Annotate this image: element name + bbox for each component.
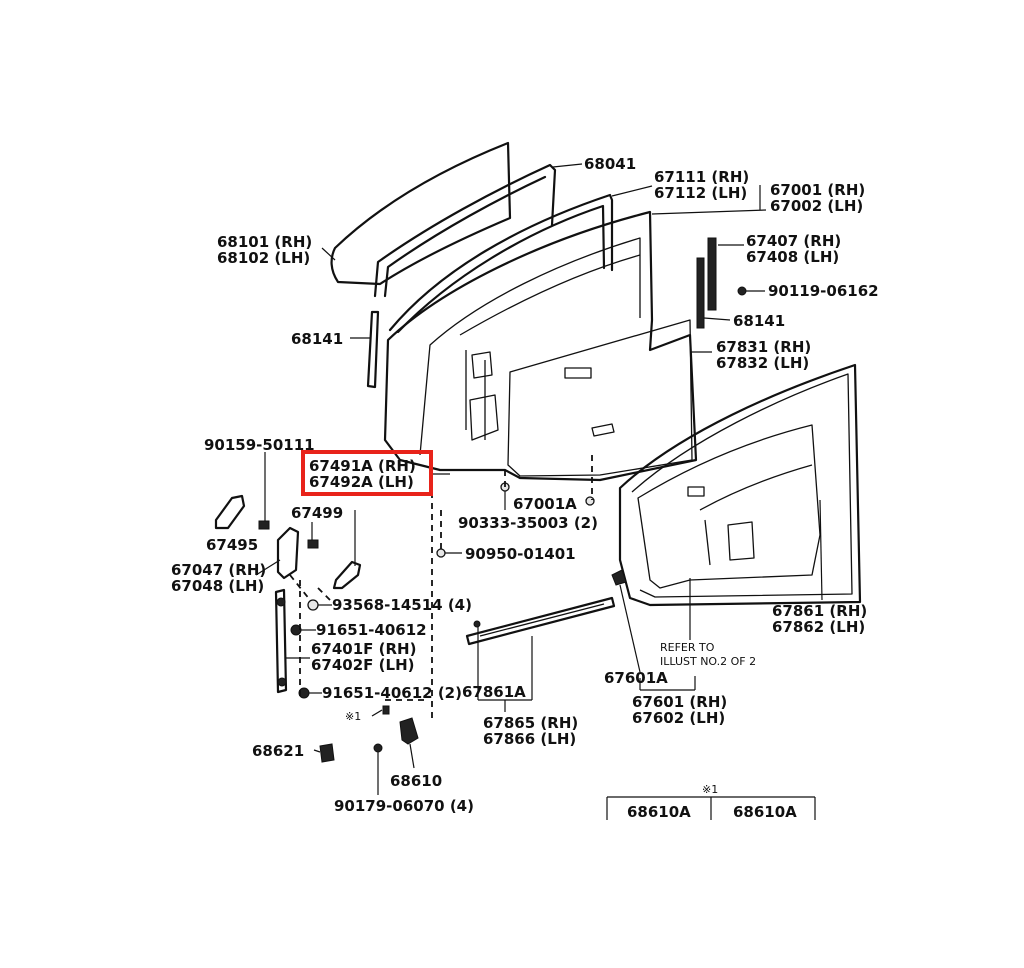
hole-cover <box>507 319 693 477</box>
callout-68141-left: 68141 <box>291 330 343 348</box>
callout-67495: 67495 <box>206 536 258 554</box>
door-check <box>319 743 335 763</box>
run-channel-left <box>366 310 380 389</box>
highlight-box-67491a <box>301 450 433 496</box>
kit-table: ※1 68610A 68610A <box>606 783 816 821</box>
label-brackets <box>478 678 695 712</box>
refer-note-line2: ILLUST NO.2 OF 2 <box>660 655 756 668</box>
callout-67602: 67602 (LH) <box>632 709 725 727</box>
belt-moulding <box>465 596 616 646</box>
regulator-pivot-bottom <box>277 677 287 687</box>
door-frame <box>388 193 614 334</box>
callout-labels: 68041 67111 (RH) 67112 (LH) 67001 (RH) 6… <box>171 155 879 815</box>
screw-90119 <box>737 286 747 296</box>
trim-detail <box>699 464 813 566</box>
callout-68041: 68041 <box>584 155 636 173</box>
hole-cover-slot <box>564 367 592 379</box>
callout-91651-bottom: 91651-40612 (2) <box>322 684 462 702</box>
handle-67491 <box>332 560 362 590</box>
glass-run <box>373 163 557 298</box>
hinge-screw <box>373 743 383 753</box>
callout-67048: 67048 (LH) <box>171 577 264 595</box>
callout-67402f: 67402F (LH) <box>311 656 414 674</box>
regulator-pivot-top <box>276 597 286 607</box>
callout-67499: 67499 <box>291 504 343 522</box>
bolt-90333 <box>585 496 595 506</box>
kit-table-mark: ※1 <box>702 783 718 796</box>
window-regulator <box>274 588 288 694</box>
door-panel-inner <box>419 237 641 456</box>
callout-90159: 90159-50111 <box>204 436 315 454</box>
screw-67499 <box>307 539 319 549</box>
callout-67831: 67831 (RH) <box>716 338 811 356</box>
screw-90159 <box>258 520 270 530</box>
callout-67401f: 67401F (RH) <box>311 640 416 658</box>
callout-67861: 67861 (RH) <box>772 602 867 620</box>
callout-67047: 67047 (RH) <box>171 561 266 579</box>
callout-90119: 90119-06162 <box>768 282 879 300</box>
bolt-93568 <box>307 599 319 611</box>
callout-67001: 67001 (RH) <box>770 181 865 199</box>
phantom-lines <box>289 455 593 720</box>
callout-68101: 68101 (RH) <box>217 233 312 251</box>
hinge-bolt-mark <box>382 705 390 715</box>
division-bar <box>707 237 717 311</box>
callout-67601a: 67601A <box>604 669 668 687</box>
callout-91651-top: 91651-40612 <box>316 621 427 639</box>
callout-67832: 67832 (LH) <box>716 354 809 372</box>
callout-90950: 90950-01401 <box>465 545 576 563</box>
callout-67601: 67601 (RH) <box>632 693 727 711</box>
callout-68141-right: 68141 <box>733 312 785 330</box>
callout-68610: 68610 <box>390 772 442 790</box>
hole-cover-edge <box>591 423 615 437</box>
callout-93568: 93568-14514 (4) <box>332 596 472 614</box>
trim-handle <box>687 486 705 497</box>
handle-67495 <box>214 494 246 530</box>
lock-remote <box>276 526 300 580</box>
callout-67861a: 67861A <box>462 683 526 701</box>
door-weatherstrip-inner <box>631 373 853 598</box>
callout-68621: 68621 <box>252 742 304 760</box>
callout-90179: 90179-06070 (4) <box>334 797 474 815</box>
callout-67492a: 67492A (LH) <box>309 473 414 491</box>
callout-67408: 67408 (LH) <box>746 248 839 266</box>
callout-67112: 67112 (LH) <box>654 184 747 202</box>
refer-note-line1: REFER TO <box>660 641 715 654</box>
door-weatherstrip <box>618 363 862 607</box>
note-mark-1: ※1 <box>345 710 361 723</box>
door-panel-hinge-area <box>469 351 499 441</box>
callout-67407: 67407 (RH) <box>746 232 841 250</box>
callout-67865: 67865 (RH) <box>483 714 578 732</box>
plug-90950 <box>436 548 446 558</box>
trim-clip <box>611 569 627 586</box>
callout-67866: 67866 (LH) <box>483 730 576 748</box>
kit-table-cell-b: 68610A <box>733 803 797 821</box>
callout-67111: 67111 (RH) <box>654 168 749 186</box>
door-panel-window-line <box>459 254 641 440</box>
kit-table-cell-a: 68610A <box>627 803 691 821</box>
parts-artwork <box>214 141 862 763</box>
door-trim-board <box>637 424 821 589</box>
leader-lines <box>255 163 823 795</box>
callout-67002: 67002 (LH) <box>770 197 863 215</box>
callout-90333: 90333-35003 (2) <box>458 514 598 532</box>
callout-68102: 68102 (LH) <box>217 249 310 267</box>
door-hinge <box>399 717 419 745</box>
belt-clip <box>473 620 481 628</box>
rear-run <box>696 257 705 329</box>
door-panel <box>383 210 698 482</box>
callout-67862: 67862 (LH) <box>772 618 865 636</box>
door-glass <box>330 141 512 286</box>
belt-moulding-inner <box>479 603 605 637</box>
callout-67001a: 67001A <box>513 495 577 513</box>
callout-67491a: 67491A (RH) <box>309 457 416 475</box>
